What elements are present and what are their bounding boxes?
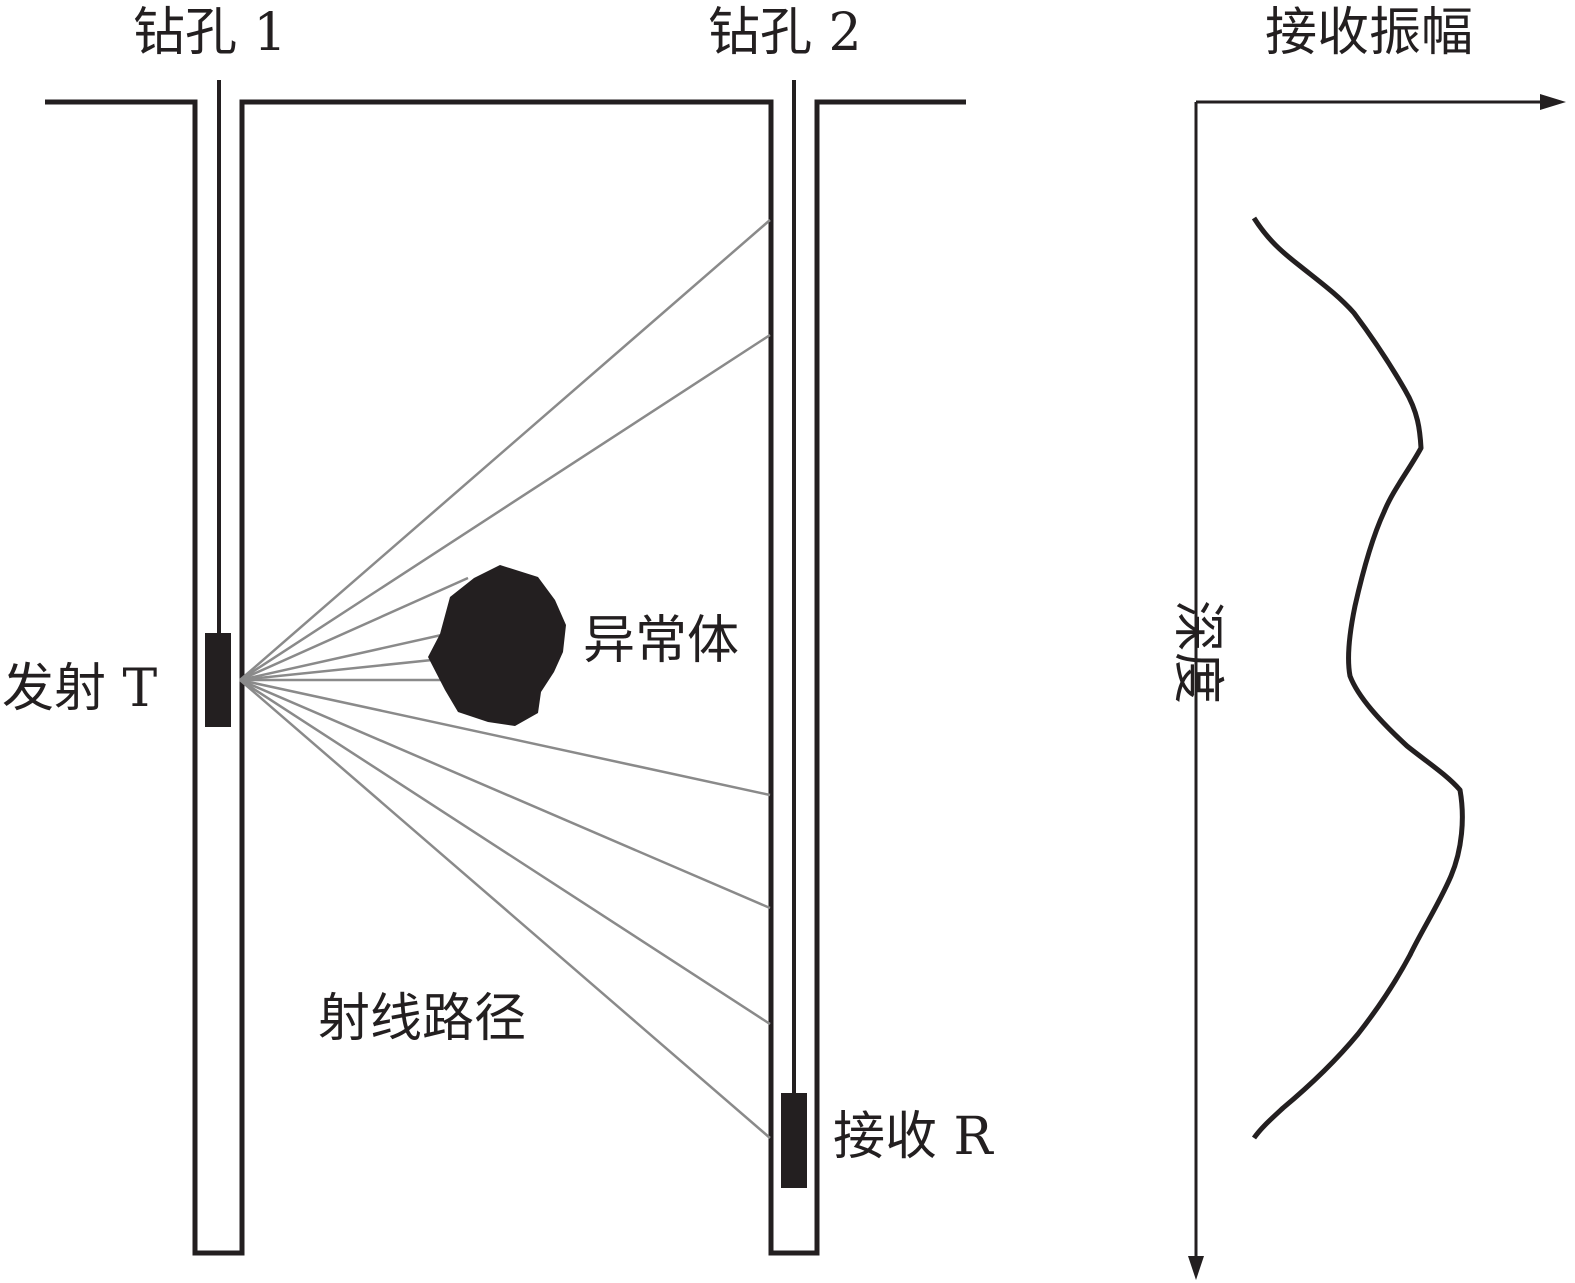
ray-path-8	[239, 678, 771, 910]
ground-surface-line	[45, 99, 966, 1256]
ray-path-10	[239, 679, 771, 1139]
ray-path-7	[239, 678, 771, 797]
receiver-label: 接收 R	[833, 1107, 995, 1167]
transmitter-label: 发射 T	[2, 659, 158, 719]
ray-path-2	[239, 333, 771, 682]
receiver-probe	[781, 1093, 807, 1188]
ray-path-5	[239, 658, 433, 682]
anomaly-label: 异常体	[583, 611, 739, 671]
ray-path-group	[239, 219, 771, 1139]
amplitude-axis-label: 接收振幅	[1265, 3, 1473, 63]
borehole-2-label: 钻孔 2	[708, 3, 862, 63]
ray-path-9	[239, 678, 771, 1026]
ray-path-1	[239, 219, 771, 681]
depth-axis-arrow-icon	[1188, 1256, 1204, 1280]
ray-path-label: 射线路径	[318, 989, 526, 1049]
transmitter-probe	[205, 633, 231, 727]
amplitude-curve	[1251, 216, 1465, 1140]
ray-path-4	[239, 632, 447, 682]
anomaly-body	[428, 565, 566, 726]
amplitude-axis-arrow-icon	[1540, 94, 1566, 110]
borehole-1-label: 钻孔 1	[133, 3, 287, 63]
ray-path-3	[239, 576, 469, 682]
